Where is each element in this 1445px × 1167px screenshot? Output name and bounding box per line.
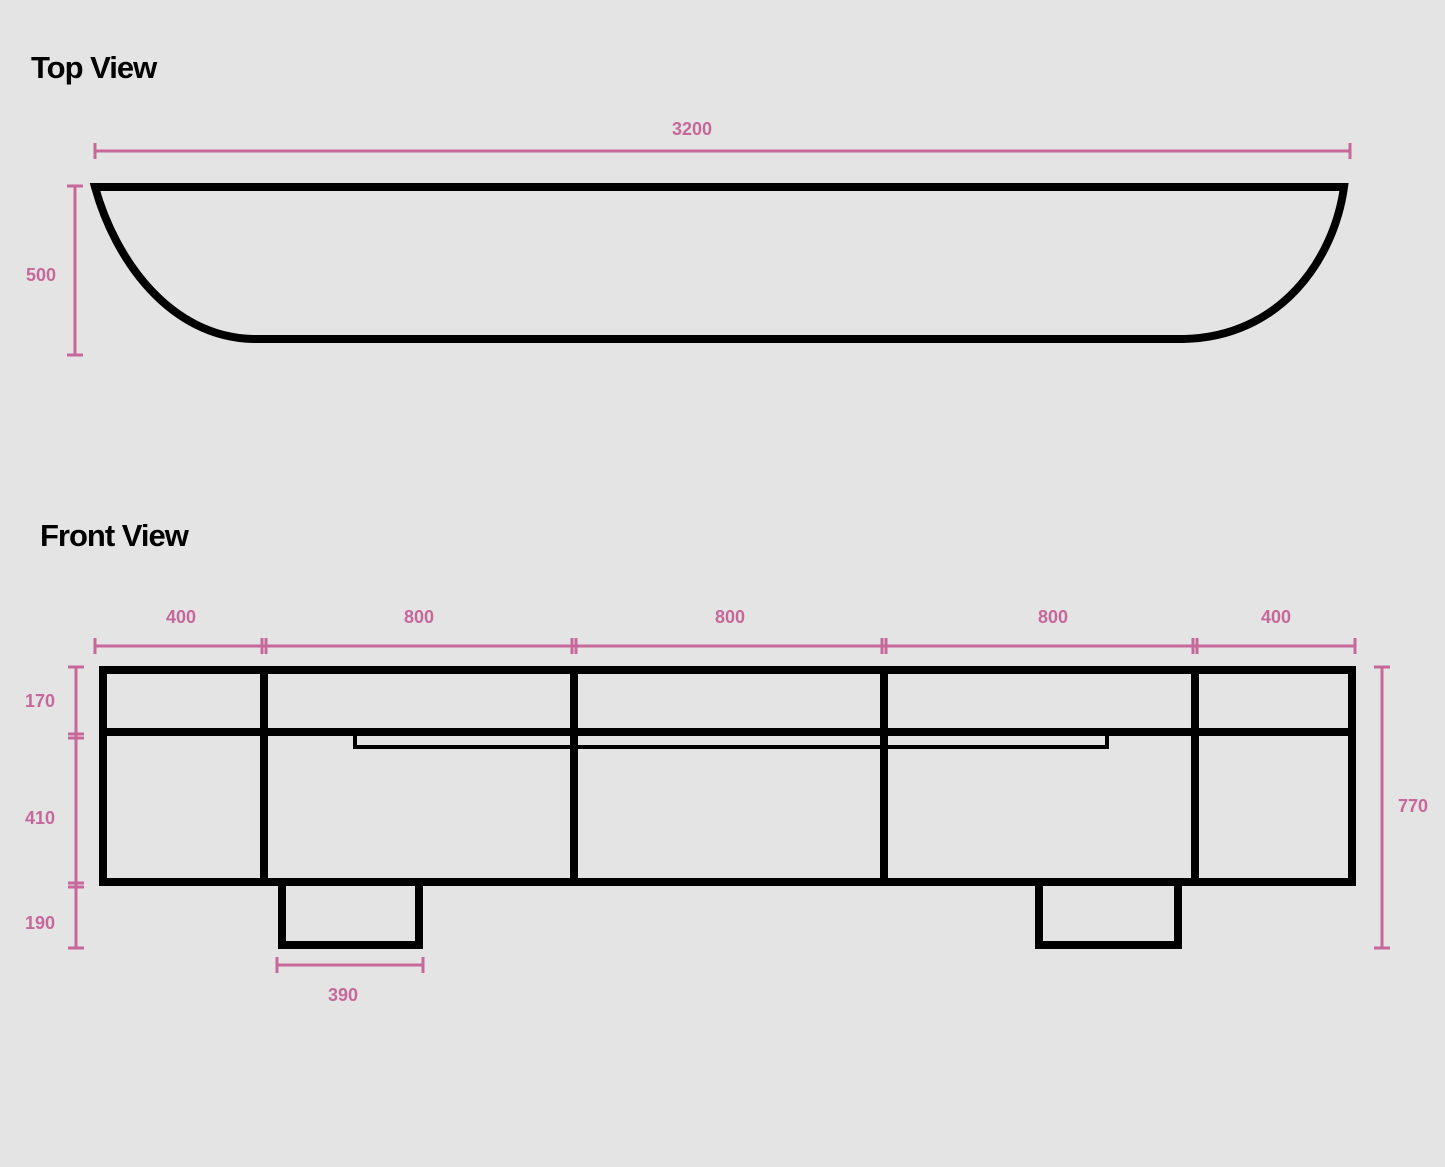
cabinet-leg-left [278, 878, 423, 949]
front-segment-label-4: 800 [1038, 607, 1068, 627]
front-segment-label-1: 400 [166, 607, 196, 627]
top-view-outline [89, 183, 1349, 343]
front-segment-label-3: 800 [715, 607, 745, 627]
front-total-height-dimension [1374, 665, 1390, 950]
cabinet-outer-frame [99, 666, 1356, 886]
front-height-label-middle: 410 [25, 808, 55, 828]
front-height-label-top: 170 [25, 691, 55, 711]
front-total-height-label: 770 [1398, 796, 1428, 816]
front-segment-dimension [93, 638, 1357, 654]
leg-width-label: 390 [328, 985, 358, 1005]
leg-width-dimension [275, 957, 425, 973]
top-depth-label: 500 [26, 265, 56, 285]
front-height-chain-dimension [68, 665, 84, 950]
top-view: 3200 500 [26, 119, 1352, 357]
front-view: 400 800 800 800 400 170 410 190 770 [25, 607, 1428, 1005]
front-segment-label-2: 800 [404, 607, 434, 627]
front-segment-label-5: 400 [1261, 607, 1291, 627]
top-width-label: 3200 [672, 119, 712, 139]
front-height-label-bottom: 190 [25, 913, 55, 933]
cabinet-body [99, 666, 1356, 886]
front-view-title: Front View [40, 518, 189, 553]
top-depth-dimension [67, 184, 83, 357]
cabinet-leg-right [1035, 878, 1182, 949]
top-width-dimension [93, 143, 1352, 159]
top-view-title: Top View [31, 50, 157, 85]
cabinet-handle-recess [353, 732, 1109, 749]
